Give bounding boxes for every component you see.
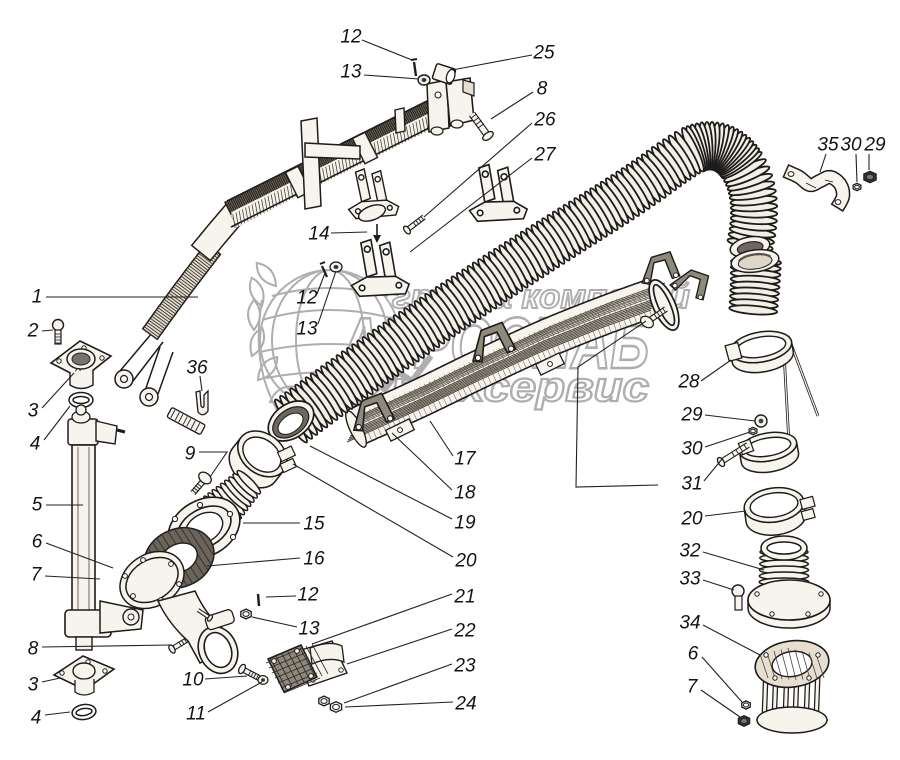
svg-text:6: 6	[32, 532, 43, 553]
svg-text:30: 30	[681, 439, 703, 460]
svg-text:13: 13	[296, 319, 318, 340]
svg-text:2: 2	[27, 321, 39, 342]
svg-text:22: 22	[453, 621, 476, 642]
svg-text:35: 35	[817, 135, 839, 156]
svg-text:4: 4	[30, 434, 41, 455]
svg-text:28: 28	[677, 372, 700, 393]
svg-text:26: 26	[533, 110, 556, 131]
svg-text:14: 14	[308, 224, 329, 245]
svg-text:24: 24	[454, 694, 476, 715]
svg-text:3: 3	[28, 675, 39, 696]
svg-text:8: 8	[537, 79, 548, 100]
svg-text:19: 19	[454, 513, 476, 534]
svg-text:16: 16	[303, 549, 325, 570]
svg-text:12: 12	[296, 288, 318, 309]
svg-text:11: 11	[186, 704, 206, 725]
svg-text:23: 23	[453, 656, 476, 677]
svg-text:15: 15	[303, 514, 325, 535]
svg-text:8: 8	[28, 639, 39, 660]
svg-text:7: 7	[31, 565, 43, 586]
svg-text:9: 9	[185, 444, 196, 465]
svg-text:3: 3	[28, 401, 39, 422]
svg-text:18: 18	[454, 483, 476, 504]
svg-text:4: 4	[31, 708, 42, 729]
svg-text:6: 6	[688, 644, 699, 665]
svg-text:31: 31	[681, 474, 702, 495]
svg-text:29: 29	[680, 405, 703, 426]
svg-text:29: 29	[863, 135, 886, 156]
svg-text:17: 17	[454, 449, 477, 470]
svg-text:20: 20	[680, 509, 703, 530]
svg-text:34: 34	[679, 613, 700, 634]
svg-text:5: 5	[32, 495, 43, 516]
svg-text:21: 21	[453, 587, 475, 608]
svg-text:12: 12	[340, 27, 362, 48]
svg-text:36: 36	[186, 358, 208, 379]
svg-text:10: 10	[182, 670, 204, 691]
svg-text:7: 7	[687, 677, 699, 698]
svg-text:27: 27	[533, 145, 557, 166]
svg-text:32: 32	[679, 541, 701, 562]
svg-text:13: 13	[340, 62, 362, 83]
svg-text:25: 25	[532, 43, 555, 64]
svg-text:20: 20	[454, 551, 477, 572]
svg-text:1: 1	[32, 287, 43, 308]
svg-text:13: 13	[298, 619, 320, 640]
svg-text:33: 33	[679, 569, 701, 590]
svg-text:12: 12	[297, 585, 319, 606]
svg-text:30: 30	[840, 135, 862, 156]
